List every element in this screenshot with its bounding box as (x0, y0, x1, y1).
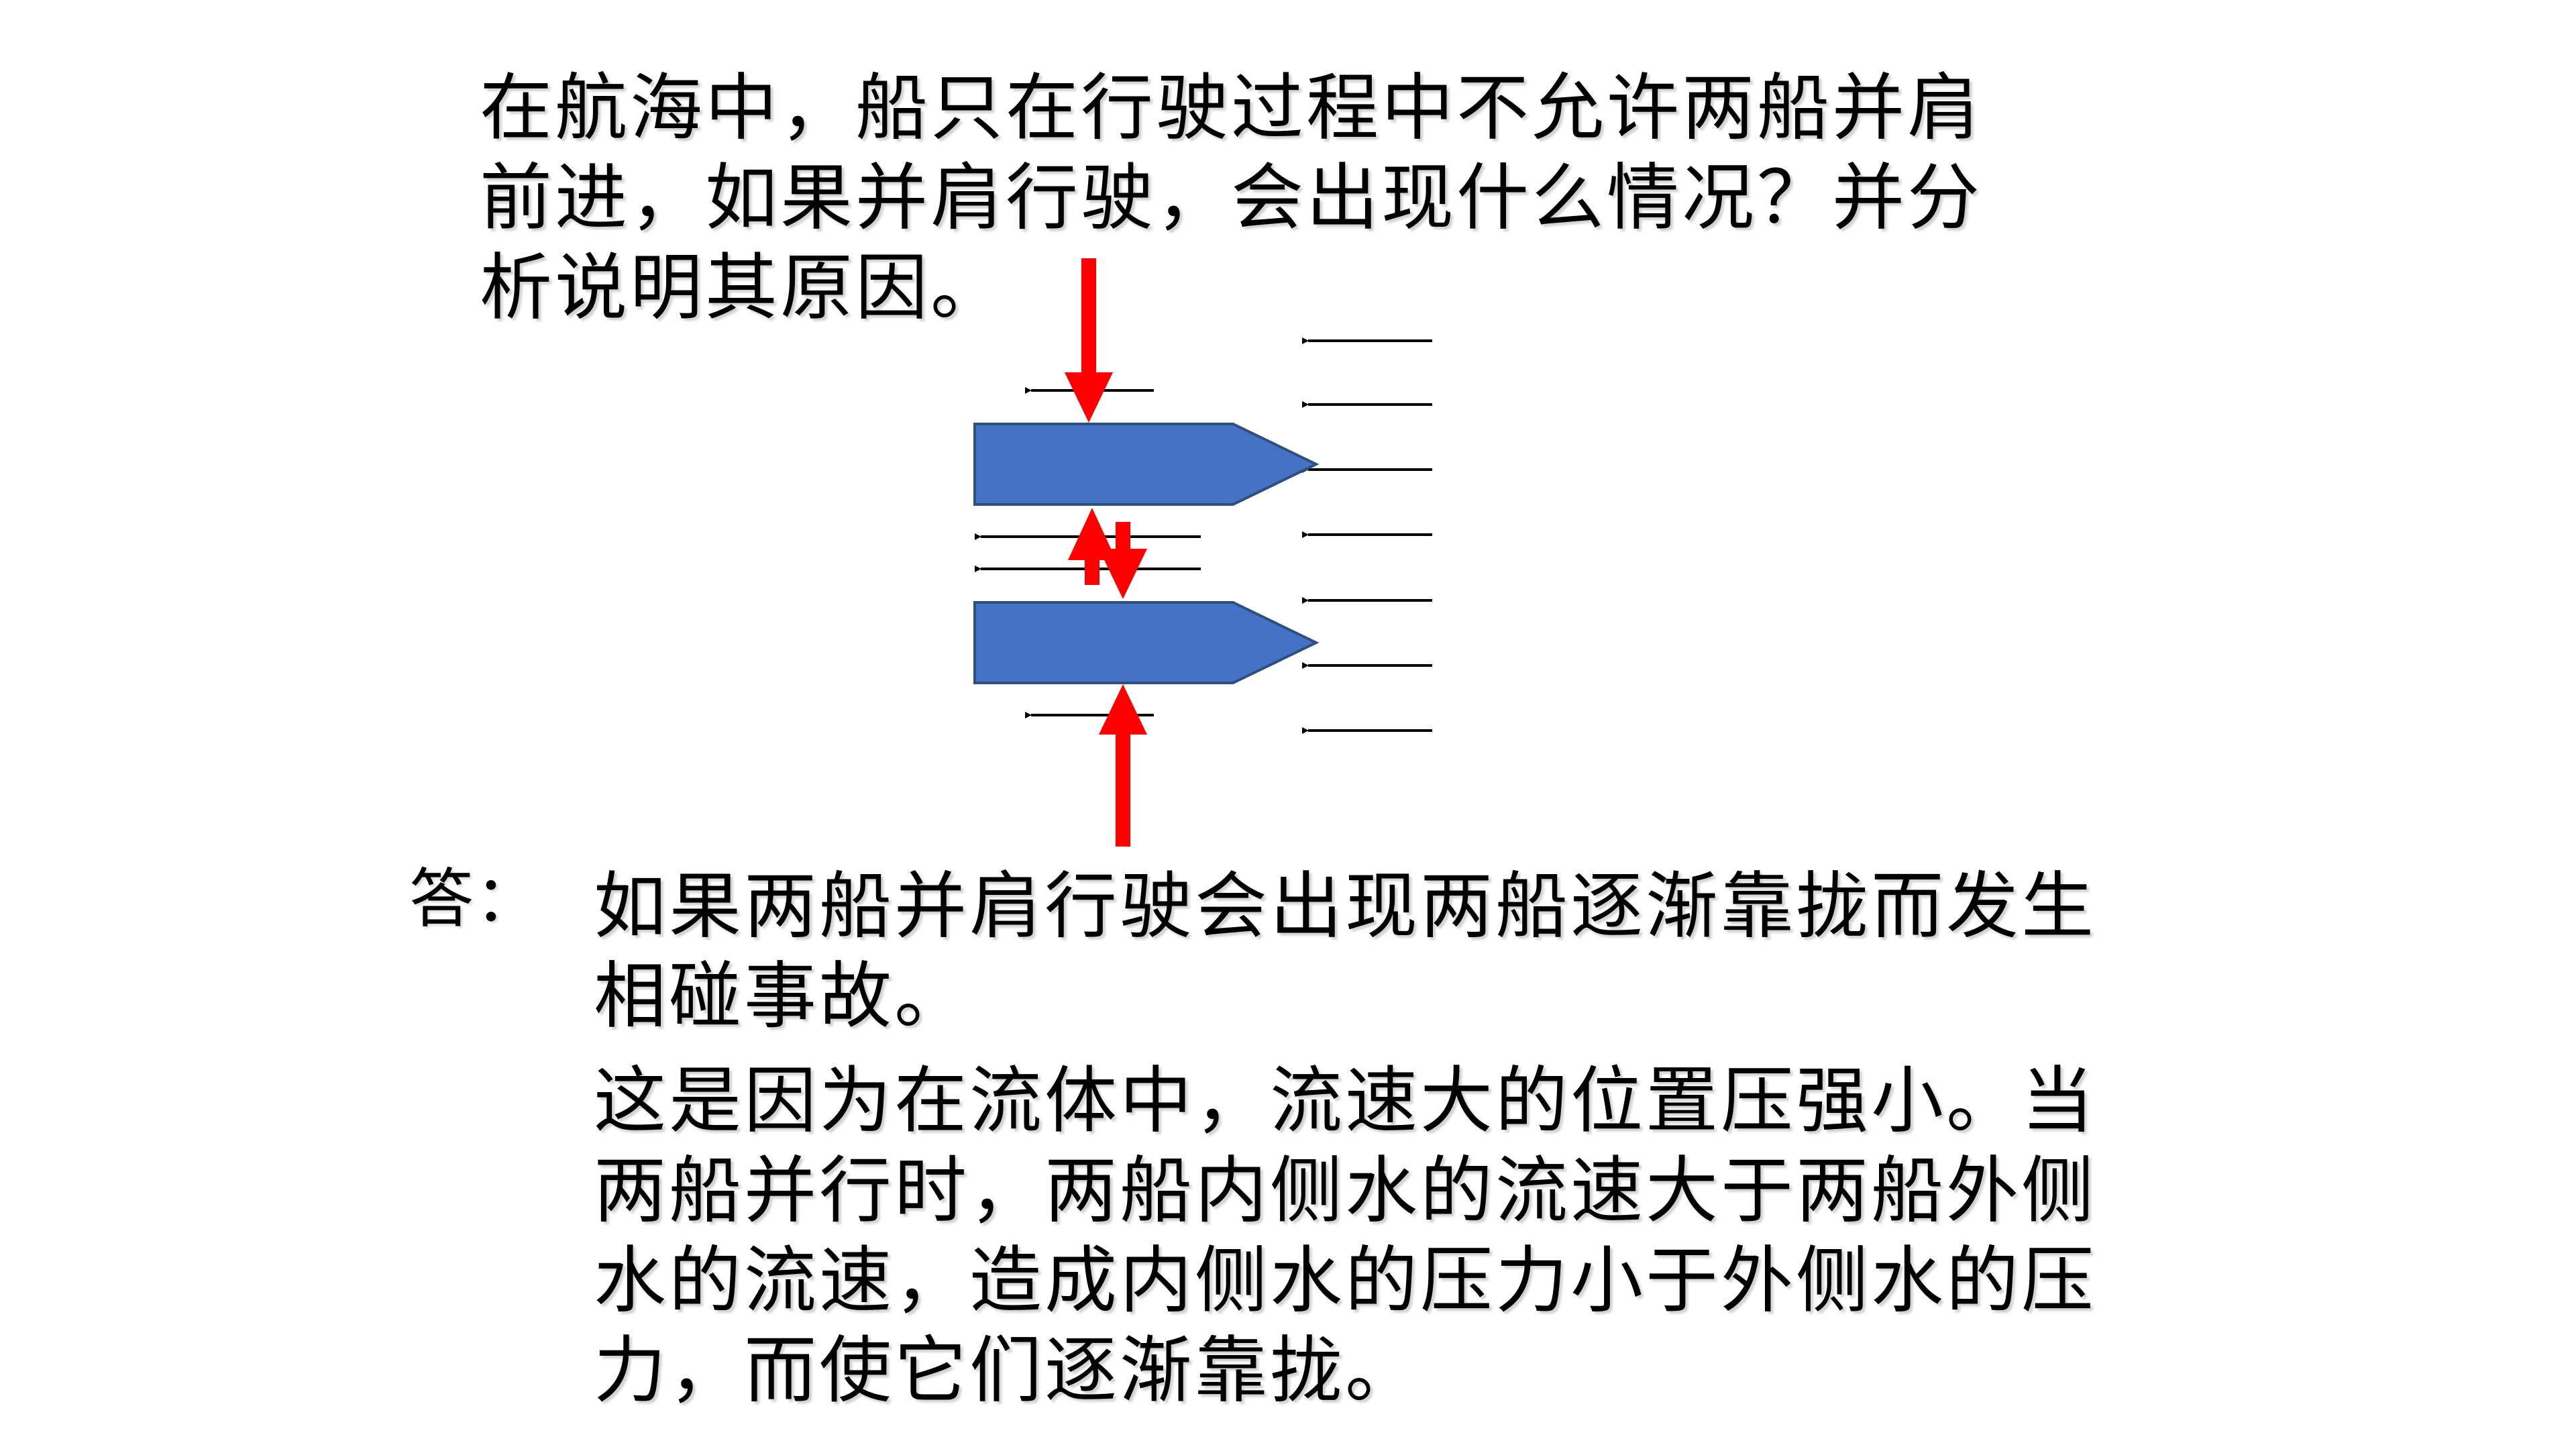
pressure-arrow-top-down (1065, 258, 1113, 423)
lower-ship-icon (973, 601, 1320, 684)
answer-p1-line-2: 相碰事故。 (594, 955, 970, 1038)
question-text: 在航海中，船只在行驶过程中不允许两船并肩 前进，如果并肩行驶，会出现什么情况？并… (480, 64, 1982, 333)
pressure-arrow-middle-down (1099, 522, 1147, 599)
pressure-arrow-middle-up (1068, 508, 1116, 585)
answer-p1-line-1: 如果两船并肩行驶会出现两船逐渐靠拢而发生 (594, 865, 2097, 949)
question-line-1: 在航海中，船只在行驶过程中不允许两船并肩 (480, 66, 1983, 150)
answer-p2-line-4: 力，而使它们逐渐靠拢。 (594, 1329, 1421, 1413)
answer-p2-line-3: 水的流速，造成内侧水的压力小于外侧水的压 (594, 1239, 2097, 1323)
upper-ship-icon (973, 423, 1320, 506)
pressure-arrow-bottom-up (1099, 684, 1147, 847)
ships (973, 423, 1320, 684)
pressure-arrows (1065, 258, 1147, 847)
question-line-2: 前进，如果并肩行驶，会出现什么情况？并分 (480, 156, 1983, 240)
answer-paragraph-1: 如果两船并肩行驶会出现两船逐渐靠拢而发生 相碰事故。 (594, 862, 2096, 1042)
answer-paragraph-2: 这是因为在流体中，流速大的位置压强小。当 两船并行时，两船内侧水的流速大于两船外… (594, 1057, 2096, 1416)
question-line-3: 析说明其原因。 (480, 246, 1006, 330)
answer-p2-line-2: 两船并行时，两船内侧水的流速大于两船外侧 (594, 1149, 2097, 1233)
answer-p2-line-1: 这是因为在流体中，流速大的位置压强小。当 (594, 1059, 2097, 1143)
answer-label: 答： (409, 861, 541, 936)
